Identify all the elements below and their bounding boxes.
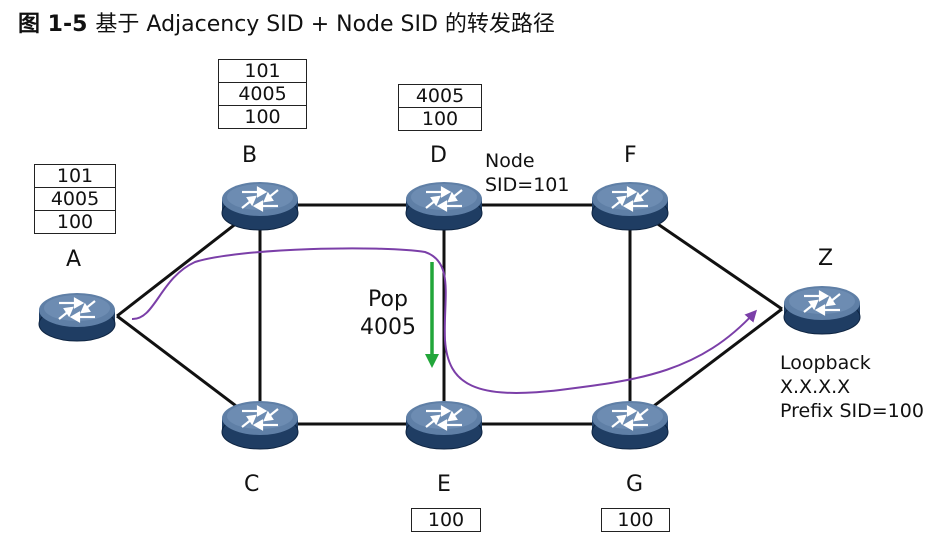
- router-icon-c: [220, 399, 300, 451]
- node-sid-line: Node: [485, 150, 535, 172]
- figure-number: 图 1-5: [18, 12, 88, 37]
- stack-a-entry: 101: [56, 165, 94, 187]
- stack-e-entry: 100: [427, 509, 465, 531]
- links: [116, 203, 783, 426]
- node-sid-annotation: Node SID=101: [485, 149, 569, 197]
- link-g-z: [629, 307, 783, 426]
- label-stack-g: 100: [601, 508, 670, 532]
- stack-a-entry: 4005: [35, 187, 115, 210]
- figure-title: 基于 Adjacency SID + Node SID 的转发路径: [95, 12, 555, 37]
- label-stack-b: 101 4005 100: [218, 59, 307, 129]
- node-label-c: C: [244, 472, 260, 497]
- node-label-a: A: [66, 247, 82, 272]
- pop-line: Pop: [368, 287, 408, 312]
- router-icon-b: [220, 180, 300, 232]
- pop-annotation: Pop 4005: [360, 286, 416, 342]
- stack-d-entry: 100: [399, 107, 481, 130]
- node-label-b: B: [242, 143, 258, 168]
- routers: [37, 180, 862, 451]
- router-icon-f: [590, 180, 670, 232]
- node-label-f: F: [624, 143, 637, 168]
- node-label-d: D: [430, 143, 447, 168]
- z-info-line: X.X.X.X: [780, 376, 851, 398]
- stack-g-entry: 100: [617, 509, 654, 531]
- router-icon-e: [404, 399, 484, 451]
- node-label-g: G: [626, 472, 644, 497]
- z-info-line: Prefix SID=100: [780, 400, 924, 422]
- label-stack-e: 100: [411, 508, 481, 532]
- stack-b-entry: 100: [219, 105, 306, 128]
- router-icon-g: [590, 399, 670, 451]
- stack-d-entry: 4005: [415, 85, 465, 107]
- figure-caption: 图 1-5 基于 Adjacency SID + Node SID 的转发路径: [18, 6, 555, 38]
- stack-b-entry: 4005: [219, 82, 306, 105]
- router-icon-z: [782, 284, 862, 336]
- pop-line: 4005: [360, 315, 416, 340]
- z-info-line: Loopback: [780, 352, 871, 374]
- node-sid-line: SID=101: [485, 174, 570, 196]
- stack-a-entry: 100: [35, 210, 115, 233]
- node-label-z: Z: [818, 246, 834, 271]
- label-stack-a: 101 4005 100: [34, 164, 116, 234]
- label-stack-d: 4005 100: [398, 84, 482, 131]
- z-loopback-annotation: Loopback X.X.X.X Prefix SID=100: [780, 351, 924, 423]
- router-icon-a: [37, 291, 117, 343]
- router-icon-d: [404, 180, 484, 232]
- forwarding-path: [131, 247, 758, 394]
- node-label-e: E: [437, 472, 451, 497]
- stack-b-entry: 101: [244, 60, 281, 82]
